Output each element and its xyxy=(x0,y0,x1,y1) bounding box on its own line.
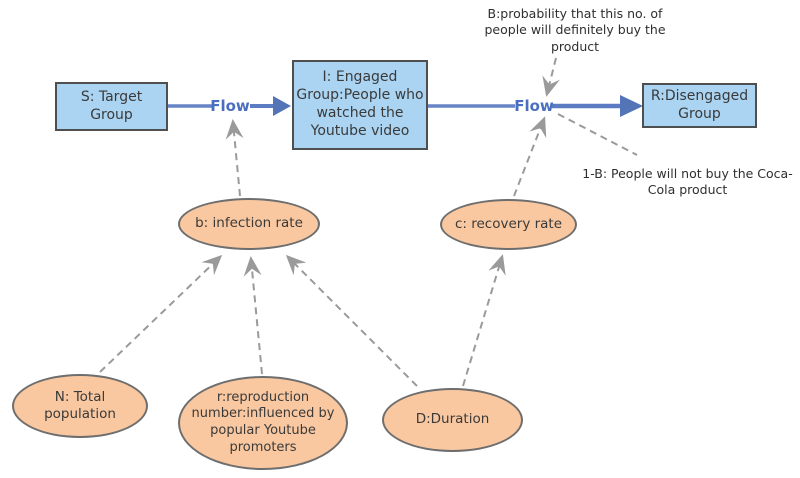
stock-target-group: S: Target Group xyxy=(55,82,168,131)
link-c-to-flow2 xyxy=(513,116,547,197)
link-n-to-b xyxy=(99,254,223,373)
flow-arrowhead-into-r xyxy=(620,95,643,117)
aux-infection-rate: b: infection rate xyxy=(178,198,320,250)
flow-label-i-to-r: Flow xyxy=(514,97,554,115)
flow-arrow-s-to-i xyxy=(168,96,291,116)
annotation-one-minus-b: 1-B: People will not buy the Coca- Cola … xyxy=(582,166,793,198)
link-bprob-to-flow2 xyxy=(542,57,560,97)
flow-arrowhead-into-i xyxy=(273,96,291,116)
aux-duration: D:Duration xyxy=(382,388,523,452)
aux-reproduction-number: r:reproduction number:influenced by popu… xyxy=(178,376,348,470)
link-rrepro-to-b xyxy=(243,256,263,375)
aux-recovery-rate: c: recovery rate xyxy=(440,199,577,250)
stock-engaged-group: I: Engaged Group:People who watched the … xyxy=(292,60,428,150)
stock-disengaged-group: R:Disengaged Group xyxy=(642,83,757,128)
flow-label-s-to-i: Flow xyxy=(210,97,250,115)
link-d-to-b xyxy=(285,254,418,387)
annotation-b-probability: B:probability that this no. of people wi… xyxy=(484,6,666,54)
link-d-to-c xyxy=(462,254,506,387)
link-b-to-flow1 xyxy=(225,119,244,197)
aux-total-population: N: Total population xyxy=(12,374,148,438)
flow-arrow-i-to-r xyxy=(428,95,643,117)
link-flow2-to-1minusb xyxy=(557,113,638,156)
